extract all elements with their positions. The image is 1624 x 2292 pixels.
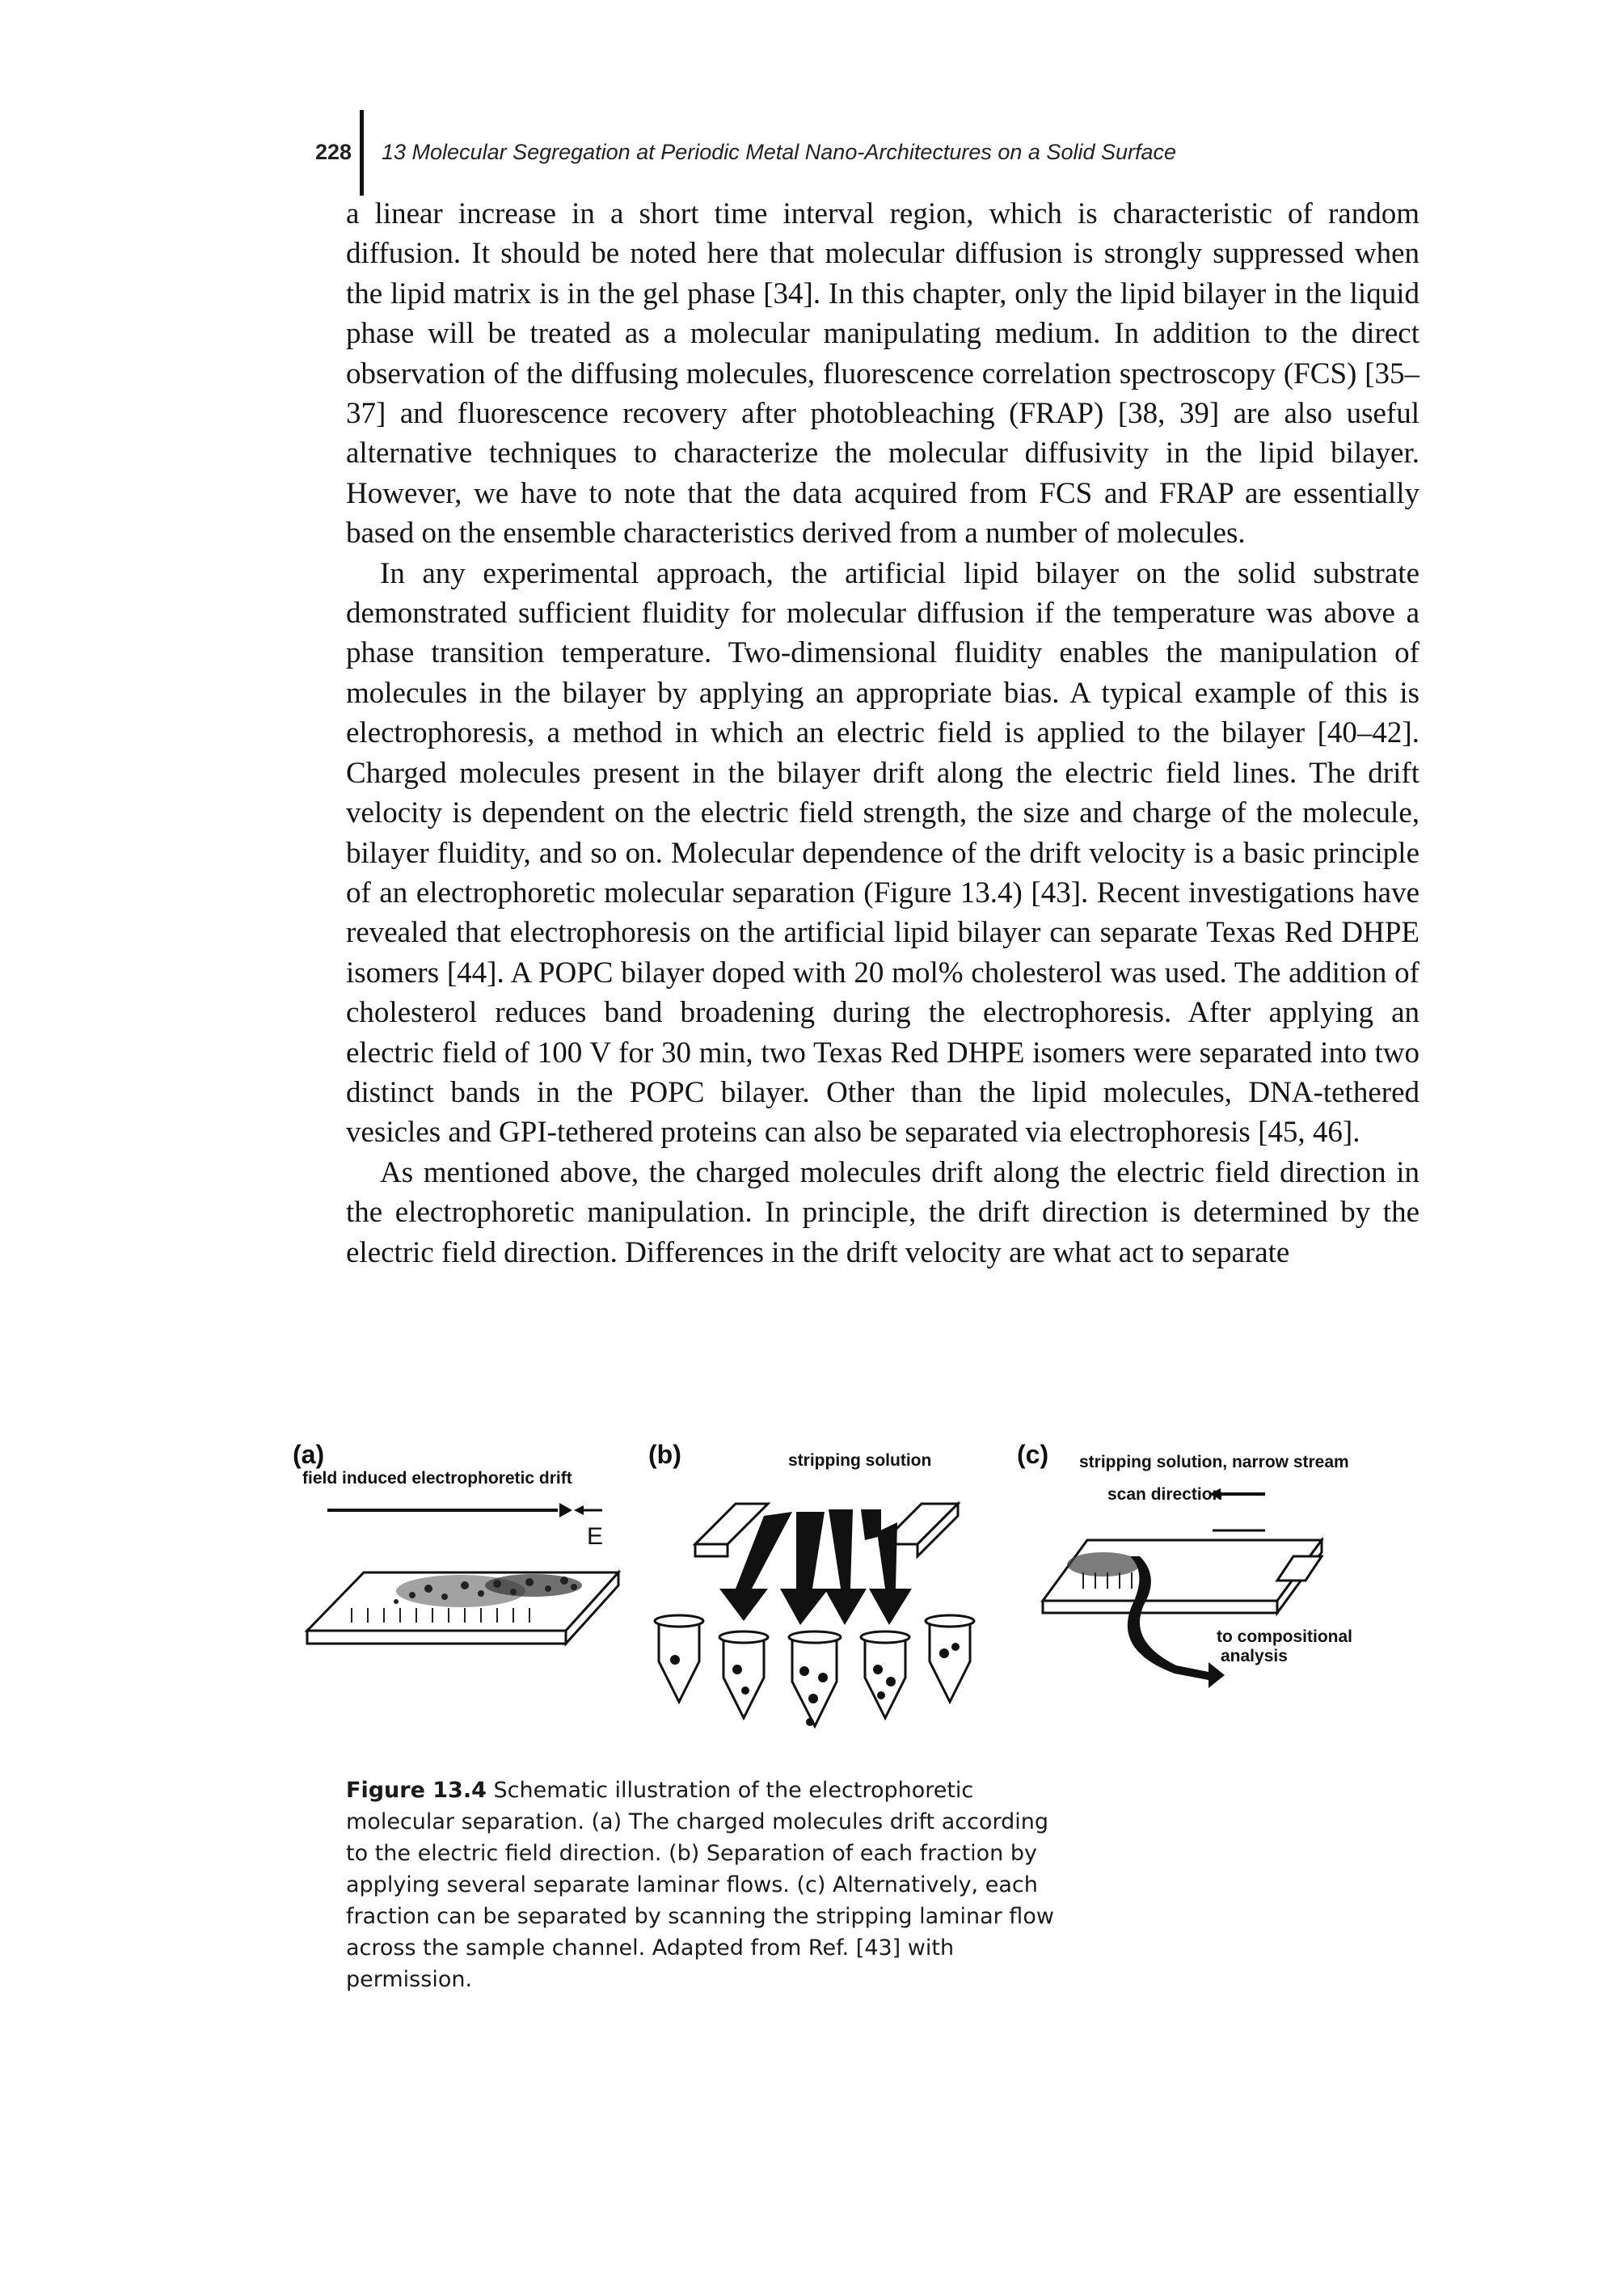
panel-c-label-out-1: to compositional [1217, 1627, 1352, 1646]
paragraph-2: In any experimental approach, the artifi… [346, 556, 1419, 1150]
figure-13-4: (a) field induced electrophoretic drift … [291, 1435, 1431, 1758]
panel-a-letter: (a) [293, 1440, 325, 1469]
figure-caption: Figure 13.4 Schematic illustration of th… [346, 1775, 1074, 1995]
paragraph-3: As mentioned above, the charged molecule… [346, 1155, 1419, 1269]
figure-panel-b: (b) stripping solution [639, 1435, 1019, 1758]
figure-panel-a: (a) field induced electrophoretic drift … [291, 1435, 647, 1678]
panel-c-label-out-2: analysis [1221, 1647, 1288, 1665]
field-symbol: E [587, 1523, 603, 1550]
panel-a-illustration: E [304, 1503, 622, 1647]
panel-c-illustration [1040, 1488, 1324, 1688]
panel-c-letter: (c) [1017, 1440, 1049, 1469]
figure-panel-c: (c) stripping solution, narrow stream sc… [1017, 1435, 1431, 1726]
panel-a-label: field induced electrophoretic drift [302, 1469, 572, 1488]
figure-caption-text: Schematic illustration of the electropho… [346, 1778, 1054, 1992]
header-rule [360, 110, 364, 196]
page-number: 228 [315, 140, 352, 164]
panel-b-illustration [653, 1501, 976, 1729]
running-title: 13 Molecular Segregation at Periodic Met… [382, 140, 1177, 164]
panel-b-label: stripping solution [788, 1451, 932, 1470]
panel-b-letter: (b) [648, 1440, 681, 1469]
panel-c-label-scan: scan direction [1107, 1485, 1223, 1504]
paragraph-1: a linear increase in a short time interv… [346, 197, 1419, 551]
panel-c-label-top: stripping solution, narrow stream [1079, 1453, 1349, 1471]
figure-caption-label: Figure 13.4 [346, 1778, 487, 1803]
body-text: a linear increase in a short time interv… [346, 194, 1419, 1273]
